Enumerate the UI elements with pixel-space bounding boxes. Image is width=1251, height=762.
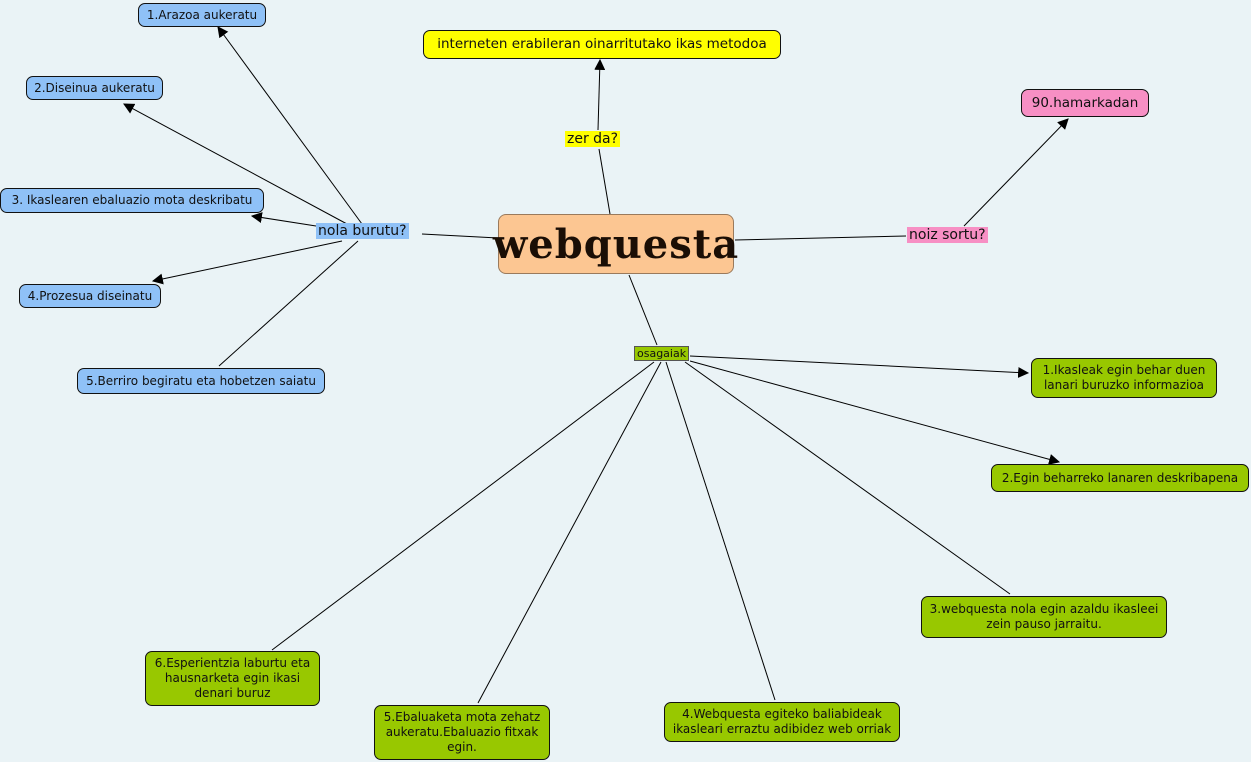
how-step-2[interactable]: 2.Diseinua aukeratu xyxy=(26,76,163,100)
part-4[interactable]: 4.Webquesta egiteko baliabideak ikaslear… xyxy=(664,702,900,742)
connector-parts-to-part-5 xyxy=(477,361,662,704)
how-step-4[interactable]: 4.Prozesua diseinatu xyxy=(19,284,161,308)
connector-what-to-definition xyxy=(594,58,606,131)
how-step-3[interactable]: 3. Ikaslearen ebaluazio mota deskribatu xyxy=(0,188,264,213)
part-5[interactable]: 5.Ebaluaketa mota zehatz aukeratu.Ebalua… xyxy=(374,705,550,760)
connector-how-to-step-5 xyxy=(218,240,359,367)
connector-parts-to-part-3 xyxy=(684,361,1011,595)
connector-central-to-how xyxy=(421,233,499,239)
connector-how-to-step-4 xyxy=(151,240,343,285)
how-step-5[interactable]: 5.Berriro begiratu eta hobetzen saiatu xyxy=(77,368,325,394)
part-1[interactable]: 1.Ikasleak egin behar duen lanari buruzk… xyxy=(1031,358,1217,398)
part-3[interactable]: 3.webquesta nola egin azaldu ikasleei ze… xyxy=(921,596,1167,638)
decade-node[interactable]: 90.hamarkadan xyxy=(1021,89,1149,117)
connector-parts-to-part-1 xyxy=(689,355,1030,378)
link-label-parts[interactable]: osagaiak xyxy=(634,346,690,361)
connector-central-to-when xyxy=(734,235,907,241)
connector-how-to-step-1 xyxy=(217,26,363,225)
connector-parts-to-part-2 xyxy=(689,360,1061,465)
part-6[interactable]: 6.Esperientzia laburtu eta hausnarketa e… xyxy=(145,651,320,706)
connector-central-to-what xyxy=(598,148,611,215)
connector-how-to-step-3 xyxy=(250,212,317,227)
connector-central-to-parts xyxy=(628,274,658,346)
part-2[interactable]: 2.Egin beharreko lanaren deskribapena xyxy=(991,464,1249,492)
connector-when-to-decade xyxy=(963,118,1069,227)
connector-parts-to-part-4 xyxy=(665,361,776,701)
definition-node[interactable]: interneten erabileran oinarritutako ikas… xyxy=(423,30,781,59)
central-topic[interactable]: webquesta xyxy=(493,214,738,274)
link-label-what[interactable]: zer da? xyxy=(565,131,621,147)
link-label-how[interactable]: nola burutu? xyxy=(316,223,409,239)
how-step-1[interactable]: 1.Arazoa aukeratu xyxy=(138,3,266,27)
connector-how-to-step-2 xyxy=(123,103,348,225)
link-label-when[interactable]: noiz sortu? xyxy=(907,227,988,243)
connector-parts-to-part-6 xyxy=(271,361,655,651)
